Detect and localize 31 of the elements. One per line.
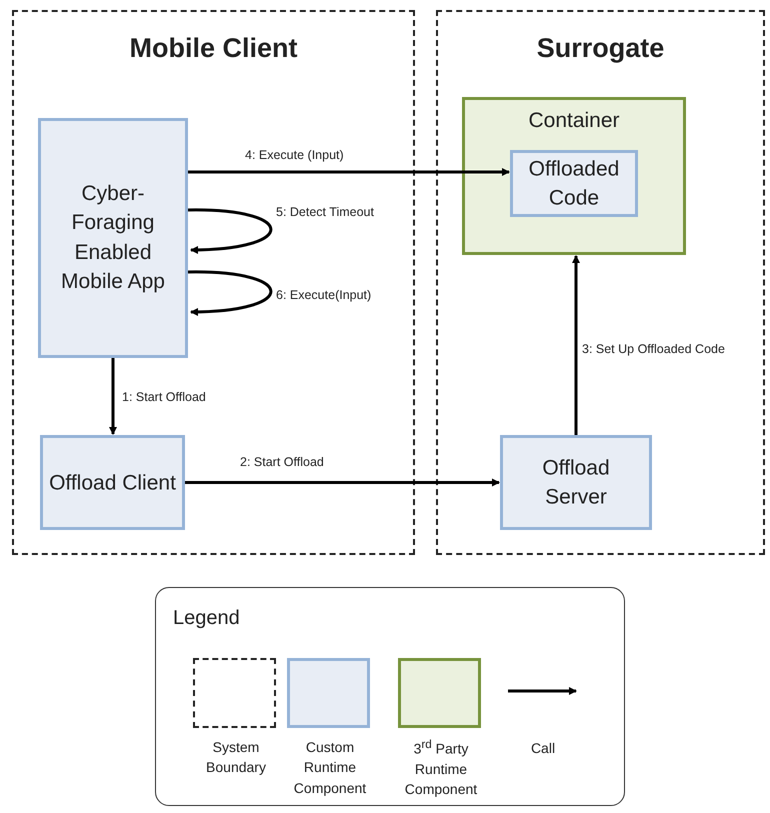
legend-label: System Boundary [205, 738, 267, 778]
component-box [510, 150, 638, 217]
component-box [500, 435, 652, 530]
system-boundary [436, 10, 765, 555]
legend-label: Custom Runtime Component [292, 738, 368, 798]
legend-label: Call [530, 739, 556, 758]
arrow [572, 255, 580, 435]
system-boundary [12, 10, 415, 555]
container-box [462, 97, 686, 255]
component-label: Offloaded Code [528, 156, 620, 212]
edge-label: 3: Set Up Offloaded Code [580, 342, 727, 356]
legend-title: Legend [173, 607, 240, 630]
arrow [109, 358, 117, 435]
component-box [40, 435, 185, 530]
arrow [188, 168, 510, 176]
edge-label: 6: Execute(Input) [274, 288, 374, 302]
legend-label: 3$^{rd}$ Party Runtime Component [404, 737, 478, 800]
container-title: Container [527, 108, 621, 134]
edge-label: 4: Execute (Input) [243, 148, 346, 162]
component-label: Offload Client [48, 470, 177, 496]
edge-label: 5: Detect Timeout [274, 205, 376, 219]
arrow [188, 270, 272, 316]
edge-label: 2: Start Offload [238, 455, 326, 469]
edge-label: 1: Start Offload [120, 390, 208, 404]
boundary-title: Surrogate [536, 32, 666, 65]
component-box [38, 118, 188, 358]
component-label: Cyber-Foraging Enabled Mobile App [60, 181, 166, 296]
boundary-title: Mobile Client [128, 32, 298, 65]
arrow [188, 208, 272, 254]
arrow [185, 478, 500, 486]
component-label: Offload Server [541, 455, 611, 510]
